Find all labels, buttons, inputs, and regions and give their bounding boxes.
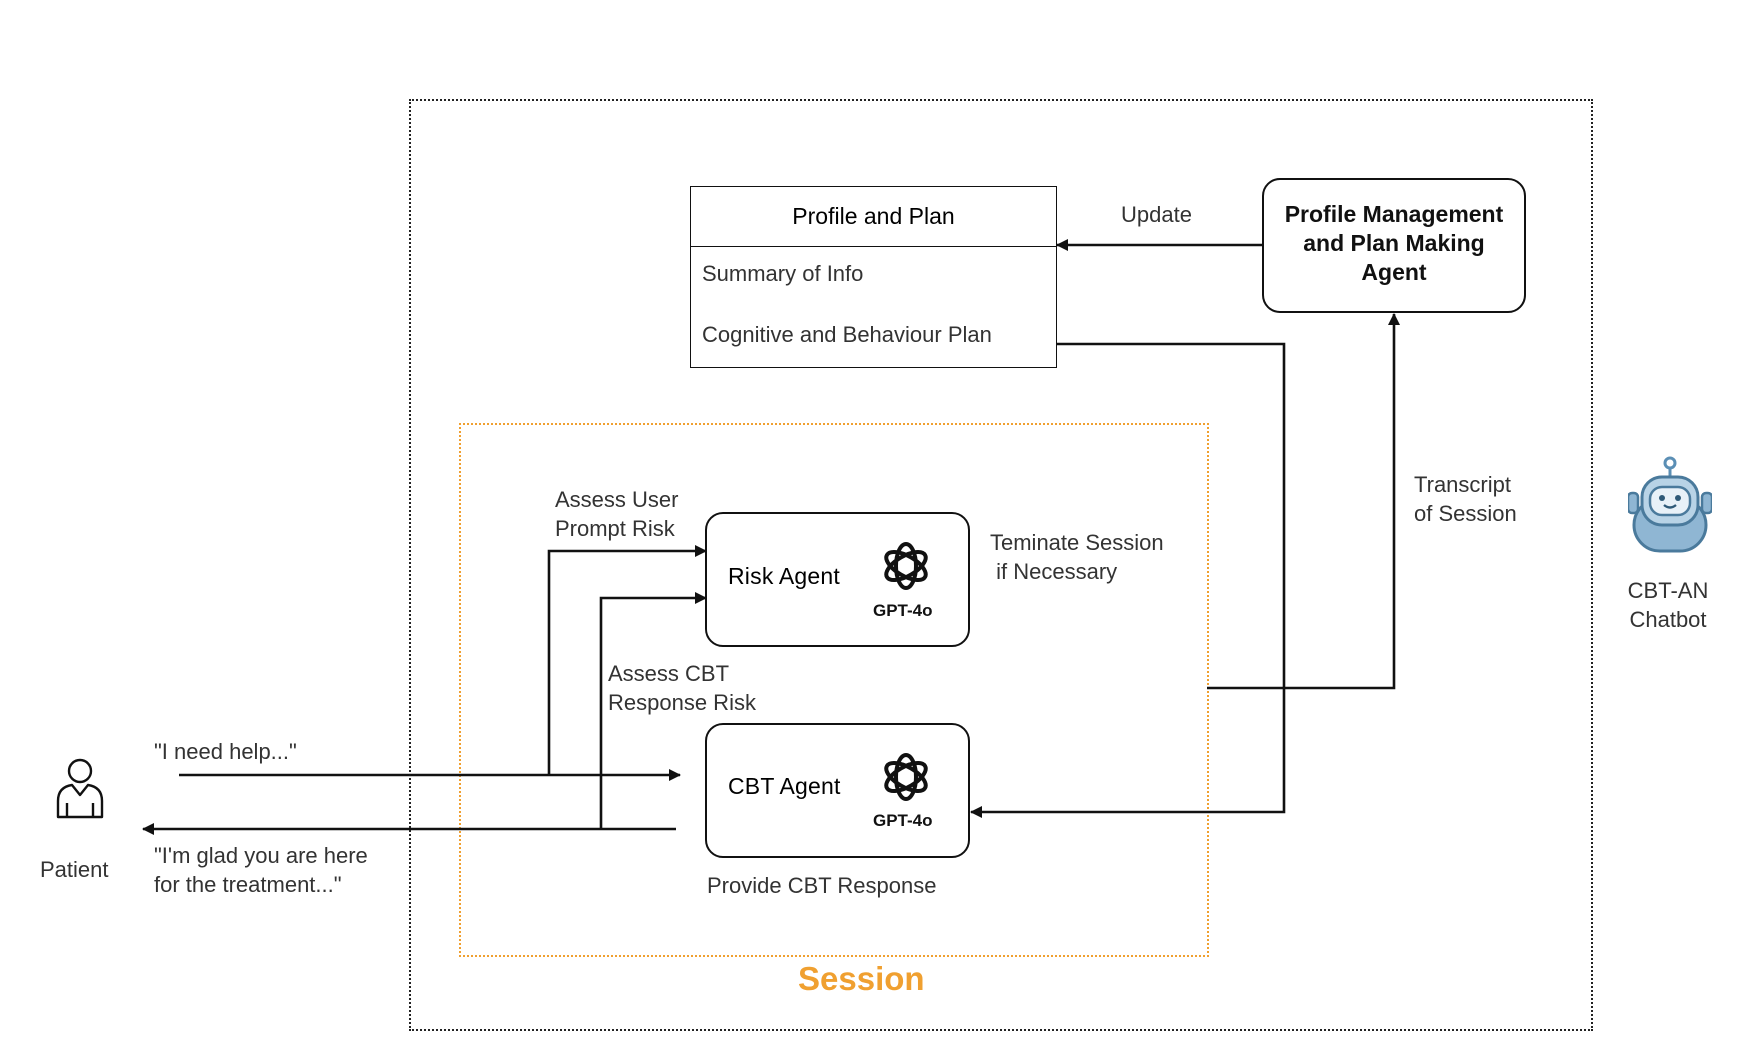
profile-plan-title: Profile and Plan xyxy=(691,187,1056,247)
assess-response-risk-label: Assess CBT Response Risk xyxy=(608,661,756,715)
profile-plan-row-summary: Summary of Info xyxy=(702,261,864,286)
assess-response-risk-arrow xyxy=(599,592,707,829)
risk-agent-label: Risk Agent xyxy=(728,563,840,589)
session-label: Session xyxy=(798,960,925,997)
cbt-agent: CBT Agent GPT-4o xyxy=(705,723,970,858)
update-label: Update xyxy=(1121,202,1192,227)
profile-plan-table: Profile and Plan Summary of Info Cogniti… xyxy=(690,186,1057,368)
plan-to-cbt-arrow xyxy=(970,342,1286,818)
profile-management-agent: Profile Management and Plan Making Agent xyxy=(1262,178,1526,313)
transcript-arrow xyxy=(1207,313,1400,690)
profile-plan-row-plan: Cognitive and Behaviour Plan xyxy=(702,322,992,347)
terminate-session-label: Teminate Session if Necessary xyxy=(990,530,1164,584)
transcript-label: Transcript of Session xyxy=(1414,472,1517,526)
provide-cbt-response-label: Provide CBT Response xyxy=(707,873,937,898)
robot-icon xyxy=(1628,456,1712,553)
chatbot-label: CBT-AN Chatbot xyxy=(1627,578,1709,632)
assess-prompt-risk-arrow xyxy=(547,545,707,775)
assess-prompt-risk-label: Assess User Prompt Risk xyxy=(555,487,679,541)
risk-agent: Risk Agent GPT-4o xyxy=(705,512,970,647)
openai-logo-icon xyxy=(884,753,928,801)
person-icon xyxy=(56,758,104,819)
risk-agent-model: GPT-4o xyxy=(873,601,933,620)
profile-agent-label: Profile Management and Plan Making Agent xyxy=(1284,201,1504,285)
cbt-agent-model: GPT-4o xyxy=(873,811,933,830)
openai-logo-icon xyxy=(884,542,928,590)
outer-system-boundary xyxy=(409,99,1593,1031)
session-boundary xyxy=(459,423,1209,957)
cbt-agent-label: CBT Agent xyxy=(728,773,841,799)
user-message-label: "I need help..." xyxy=(154,739,297,764)
patient-label: Patient xyxy=(40,857,109,882)
bot-message-label: "I'm glad you are here for the treatment… xyxy=(154,843,368,897)
